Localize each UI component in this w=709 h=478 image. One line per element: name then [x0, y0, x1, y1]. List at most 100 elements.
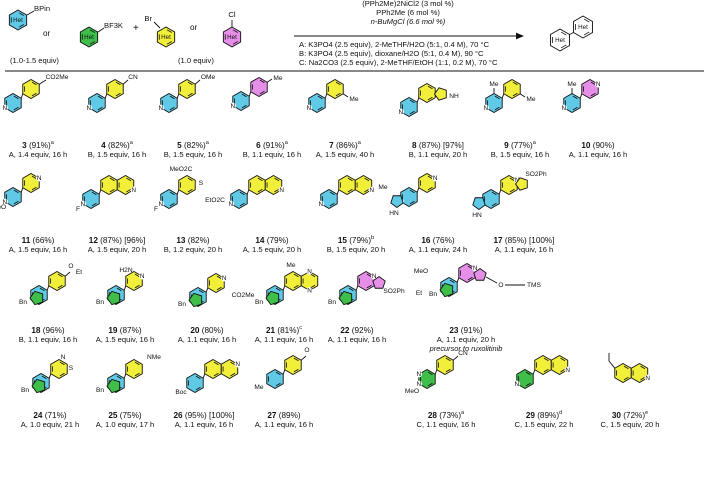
cpd-27-ring-a — [266, 368, 284, 390]
trifluoroborate-boron-bond — [97, 27, 105, 33]
cpd-16-hn-label: HN — [389, 210, 399, 217]
cpd-30-ring-b-n-label: N — [645, 375, 650, 382]
cpd-23-pyrrole-ring — [473, 267, 487, 281]
cpd-16-biaryl-bond — [416, 187, 420, 193]
cpd-17-azaindole-ring — [514, 177, 528, 191]
catalyst-activator: n-BuMgCl (6.6 mol %) — [370, 16, 446, 26]
cpd-18-biaryl-bond — [46, 285, 50, 291]
product-caption-13: 13 (82%)B, 1.2 equiv, 20 h — [148, 236, 238, 255]
cpd-7-me-bond — [342, 93, 349, 98]
compound-number: 3 — [22, 141, 27, 150]
cpd-28-ring-b — [436, 354, 454, 376]
cpd-30-ring-b-double-bond-0 — [640, 365, 646, 370]
cpd-13-ring-a-n-label: N — [158, 201, 163, 208]
conditions-line: A, 1.1 equiv, 16 h — [327, 334, 387, 344]
cpd-12-ring-a-double-bond-0 — [91, 191, 97, 196]
cpd-12-ring-b-double-bond-1 — [109, 188, 115, 193]
product-label: 15 (79%)b — [311, 235, 401, 246]
compound-yield: (87%) — [119, 326, 142, 335]
cpd-29-ring-a-double-bond-0 — [525, 371, 531, 376]
cpd-20-pyrazole-ring — [188, 292, 203, 308]
cpd-4-ring-b-double-bond-0 — [115, 81, 121, 86]
cpd-5-ome-bond — [194, 79, 201, 85]
cpd-15-ring-a-double-bond-1 — [329, 202, 335, 207]
cpd-8-nh-label: NH — [449, 93, 459, 100]
cpd-8-ring-b-double-bond-1 — [427, 96, 433, 101]
cpd-14-fused-ring-double-bond-1 — [274, 188, 280, 193]
product-label: 28 (73%)a — [401, 410, 491, 421]
cpd-6-ring-b-double-bond-0 — [259, 79, 265, 84]
cpd-18-o-label: O — [68, 263, 73, 270]
cpd-23-ring-b-n-label: N — [473, 265, 478, 272]
compound-number: 13 — [176, 236, 186, 245]
cpd-28-meo-label: MeO — [405, 388, 419, 395]
cpd-9-ring-a-n-bg — [482, 104, 489, 112]
cpd-17-biaryl-bond — [498, 189, 502, 195]
chloride-label: Cl — [228, 10, 235, 19]
product-caption-24: 24 (71%)A, 1.0 equiv, 21 h — [5, 411, 95, 430]
cpd-9-ring-b-double-bond-0 — [512, 81, 518, 86]
compound-yield: (79%) — [349, 236, 372, 245]
cpd-4-ring-a-n-bg — [85, 104, 93, 112]
cpd-15-fused-n-label: N — [369, 187, 374, 194]
cpd-23-ring-b-double-bond-0 — [467, 265, 473, 270]
product-caption-18: 18 (96%)B, 1.1 equiv, 16 h — [3, 326, 93, 345]
cpd-14-ring-a-double-bond-1 — [239, 202, 245, 207]
cpd-23-tms-label: TMS — [527, 282, 542, 289]
conditions-line: A, 1.5 equiv, 16 h — [95, 334, 155, 344]
chloride-ring-double-bond-1 — [232, 41, 238, 45]
cpd-10-me-label: Me — [567, 81, 576, 88]
compound-number: 4 — [101, 141, 106, 150]
cpd-24-ring-b — [50, 358, 68, 380]
cpd-10-ring-a-double-bond-0 — [572, 95, 578, 100]
cpd-14-fused-ring-double-bond-0 — [274, 177, 280, 182]
cpd-5-ring-a-double-bond-0 — [169, 95, 175, 100]
footnote-marker: a — [50, 140, 54, 146]
compound-number: 19 — [108, 326, 118, 335]
cpd-4-ring-a-n-label: N — [86, 105, 91, 112]
cpd-3-ring-a-double-bond-1 — [13, 106, 19, 111]
cpd-18-ring-b-double-bond-1 — [57, 284, 63, 289]
cpd-11-ring-b-double-bond-0 — [31, 175, 37, 180]
cpd-6-ring-a-n-bg — [229, 102, 236, 110]
cpd-12-fused-ring-double-bond-1 — [126, 188, 132, 193]
cpd-17-so2ph-label: SO2Ph — [525, 171, 547, 178]
cpd-28-ring-b-double-bond-0 — [445, 357, 451, 362]
cpd-26-fused-ring-double-bond-1 — [230, 372, 236, 377]
cpd-25-ring-a-double-bond-0 — [116, 375, 122, 380]
cpd-21-biaryl-bond — [282, 285, 286, 291]
cpd-7-ring-b-double-bond-0 — [335, 81, 341, 86]
cpd-12-f-label: F — [76, 206, 80, 213]
cpd-10-ring-b-n-label: N — [596, 81, 601, 88]
cpd-19-ring-b-n-bg — [139, 273, 146, 280]
cpd-28-cn-label: CN — [458, 350, 468, 357]
cpd-30-ring-a — [614, 362, 632, 384]
product-label: 14 (79%) — [227, 236, 317, 246]
cpd-4-ring-a-double-bond-0 — [97, 95, 103, 100]
cpd-15-ring-b-double-bond-1 — [347, 188, 353, 193]
cpd-13-ring-b-double-bond-0 — [187, 177, 193, 182]
cpd-8-ring-a-double-bond-1 — [409, 110, 415, 115]
compound-number: 29 — [525, 411, 535, 420]
cpd-20-co2me-label: CO2Me — [232, 292, 255, 299]
electrophile-equiv: (1.0 equiv) — [178, 56, 214, 65]
product-label: 18 (96%) — [3, 326, 93, 336]
cpd-21-pyrazole-ring — [265, 290, 280, 306]
cpd-9-ring-a-double-bond-0 — [494, 95, 500, 100]
footnote-marker: b — [371, 235, 375, 241]
cpd-28-ring-a-double-bond-0 — [427, 371, 433, 376]
cpd-14-eto2c-label: EtO2C — [205, 197, 225, 204]
conditions-line: C, 1.5 equiv, 22 h — [514, 419, 574, 429]
cpd-12-fused-n-label: N — [131, 187, 136, 194]
cpd-27-me-label: Me — [254, 384, 263, 391]
compound-number: 16 — [421, 236, 431, 245]
product-caption-14: 14 (79%)A, 1.5 equiv, 20 h — [227, 236, 317, 255]
compound-number: 7 — [329, 141, 334, 150]
cpd-15-biaryl-bond — [336, 189, 340, 195]
compound-yield: (75%) — [119, 411, 142, 420]
cpd-20-ring-b-double-bond-0 — [216, 275, 222, 280]
cpd-10-biaryl-bond — [579, 93, 583, 99]
